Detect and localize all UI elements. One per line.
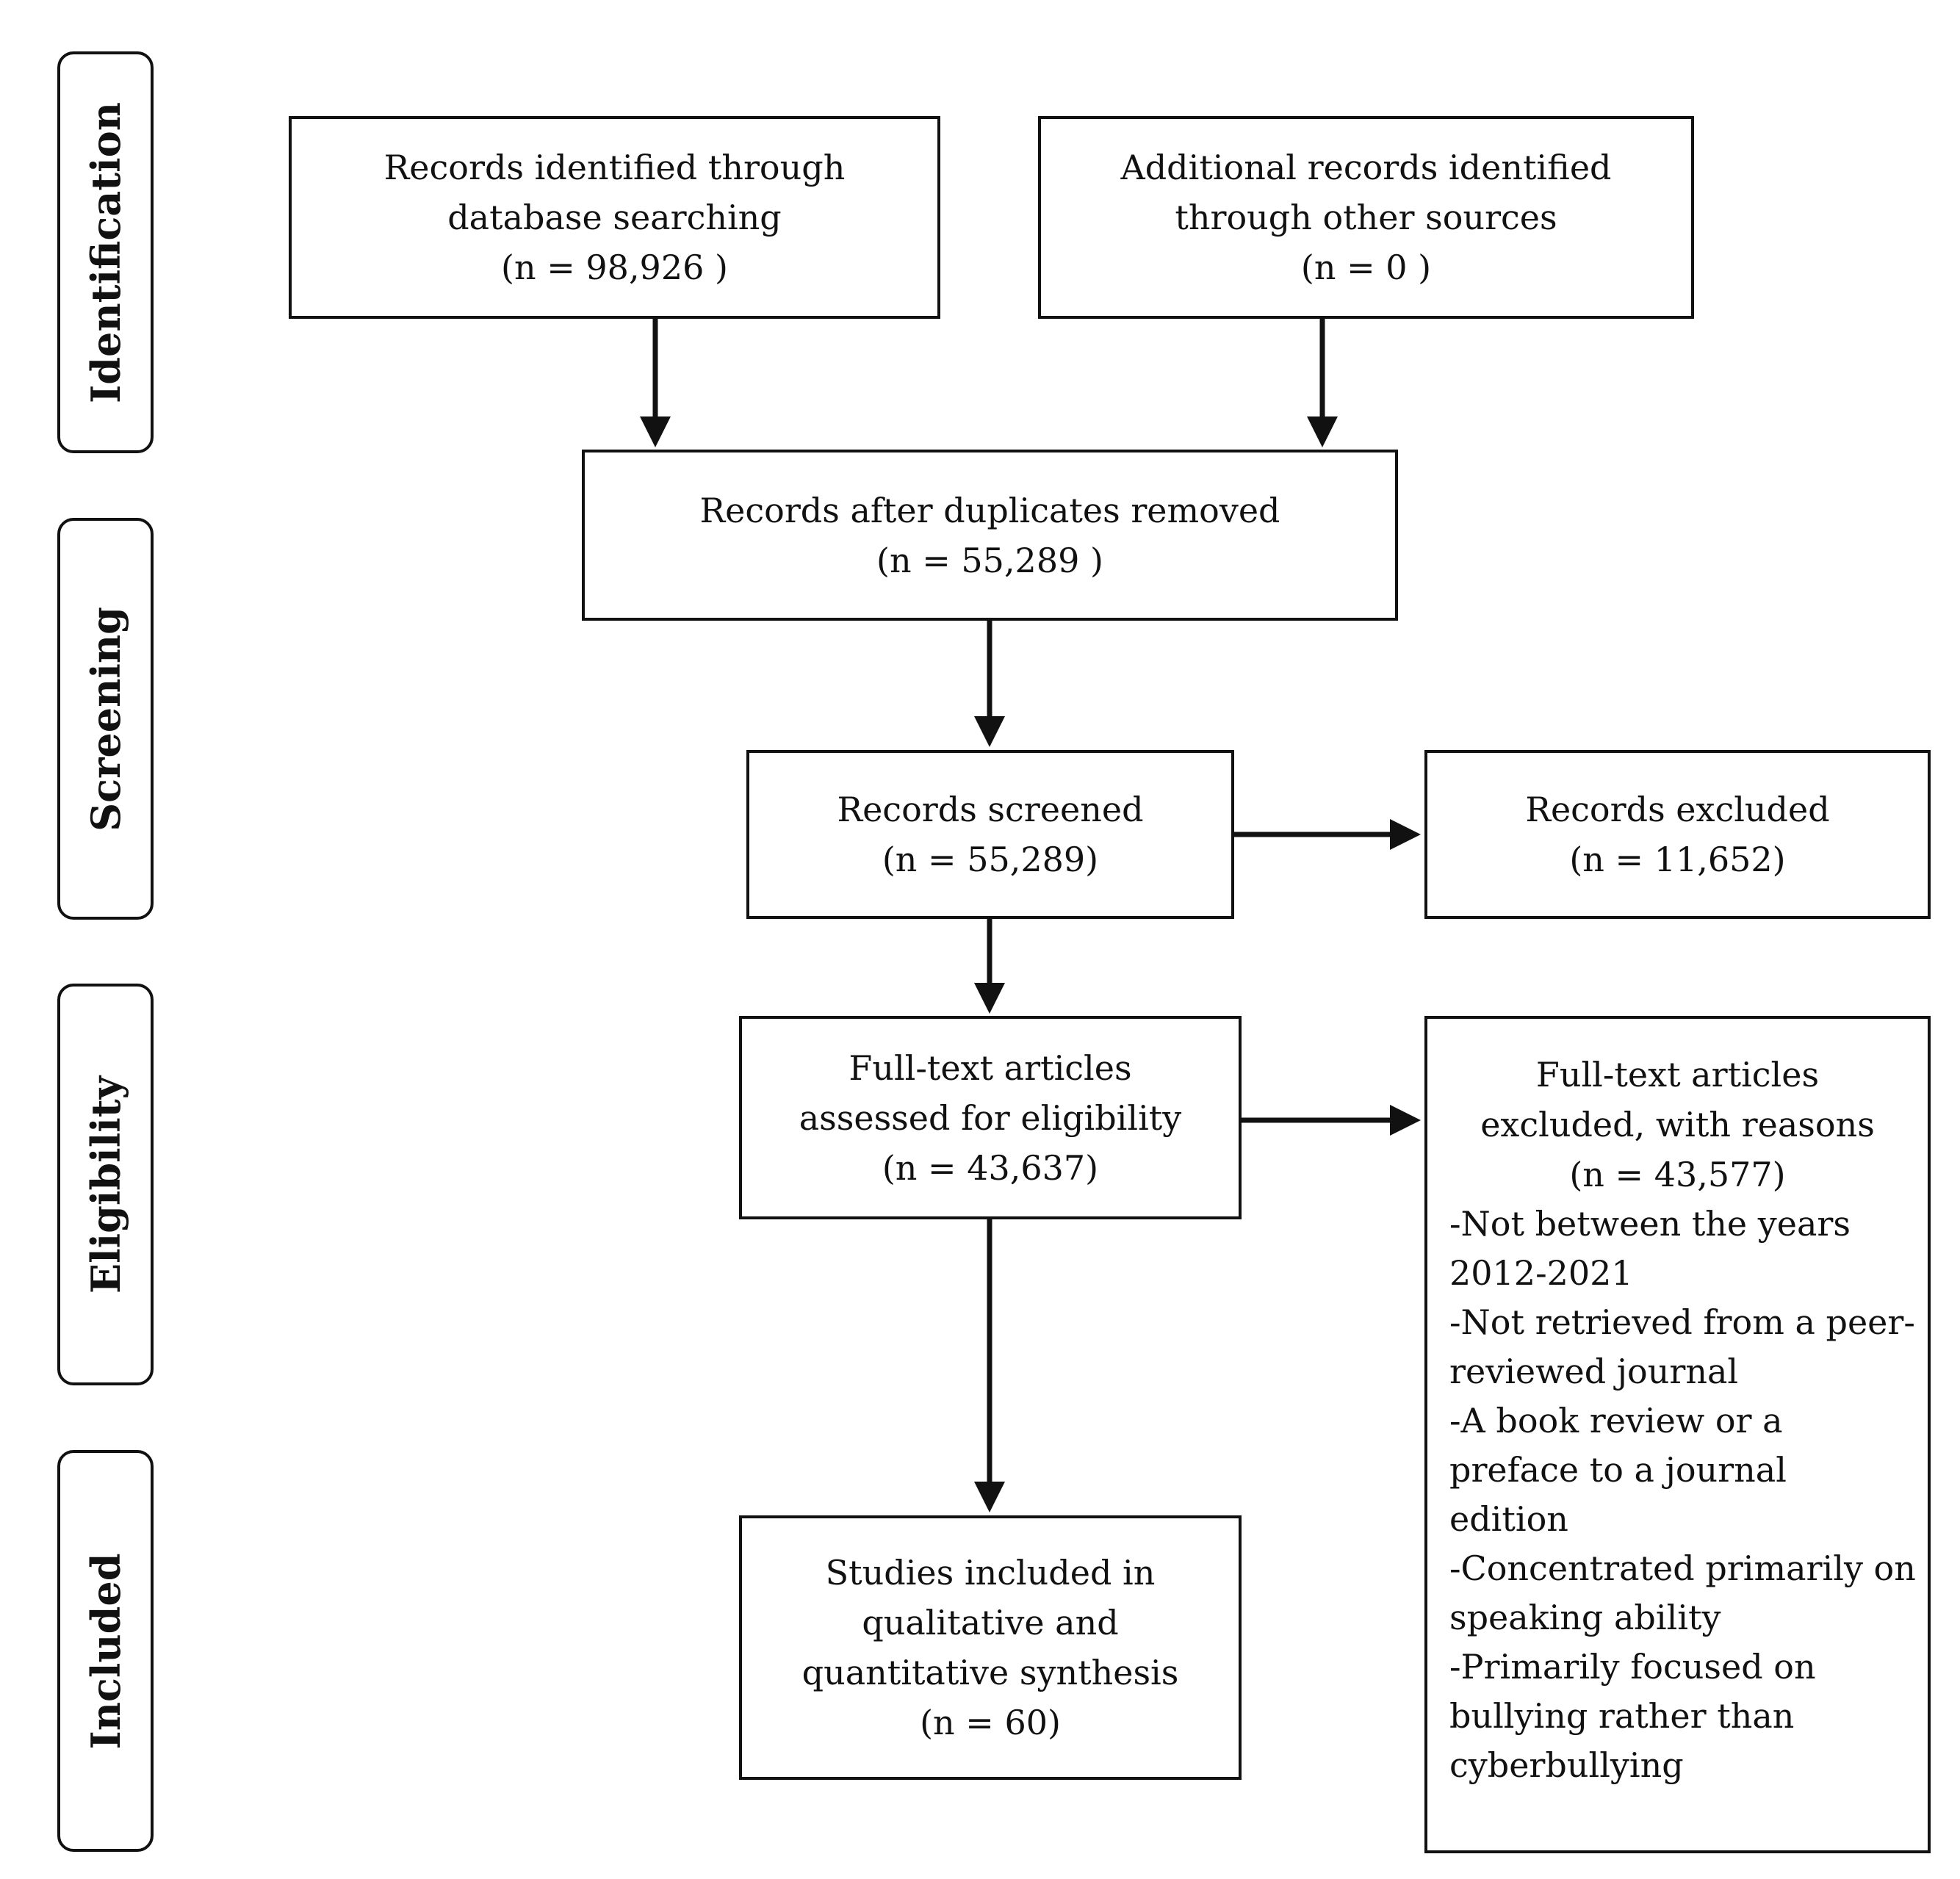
exclusion-reason: -Not retrieved from a peer-reviewed jour… bbox=[1449, 1302, 1915, 1391]
box-fulltext-excluded: Full-text articles excluded, with reason… bbox=[1424, 1016, 1931, 1853]
exclusion-reason: -Concentrated primarily on speaking abil… bbox=[1449, 1548, 1916, 1637]
other-sources-text: Additional records identified through ot… bbox=[1120, 148, 1612, 237]
database-records-count: (n = 98,926 ) bbox=[501, 248, 728, 287]
exclusion-reasons-list: -Not between the years 2012-2021 -Not re… bbox=[1427, 1200, 1928, 1790]
exclusion-reason: -Primarily focused on bullying rather th… bbox=[1449, 1647, 1816, 1785]
database-records-text: Records identified through database sear… bbox=[383, 148, 846, 237]
records-excluded-count: (n = 11,652) bbox=[1569, 840, 1786, 879]
box-records-excluded: Records excluded (n = 11,652) bbox=[1424, 750, 1931, 919]
exclusion-reason: -Not between the years 2012-2021 bbox=[1449, 1204, 1851, 1293]
duplicates-removed-text: Records after duplicates removed bbox=[699, 490, 1280, 530]
box-records-screened: Records screened (n = 55,289) bbox=[746, 750, 1234, 919]
records-excluded-text: Records excluded bbox=[1525, 790, 1830, 829]
stage-identification: Identification bbox=[57, 51, 154, 453]
studies-included-text: Studies included in qualitative and quan… bbox=[801, 1553, 1179, 1692]
records-screened-count: (n = 55,289) bbox=[882, 840, 1099, 879]
stage-included: Included bbox=[57, 1450, 154, 1852]
other-sources-count: (n = 0 ) bbox=[1300, 248, 1432, 287]
box-fulltext-assessed: Full-text articles assessed for eligibil… bbox=[739, 1016, 1242, 1219]
stage-screening: Screening bbox=[57, 518, 154, 920]
fulltext-excluded-text: Full-text articles excluded, with reason… bbox=[1480, 1055, 1875, 1144]
stage-eligibility: Eligibility bbox=[57, 984, 154, 1385]
fulltext-assessed-text: Full-text articles assessed for eligibil… bbox=[799, 1047, 1182, 1138]
box-other-sources: Additional records identified through ot… bbox=[1038, 116, 1694, 319]
box-database-records: Records identified through database sear… bbox=[289, 116, 940, 319]
box-duplicates-removed: Records after duplicates removed (n = 55… bbox=[582, 450, 1398, 621]
box-studies-included: Studies included in qualitative and quan… bbox=[739, 1515, 1242, 1780]
studies-included-count: (n = 60) bbox=[920, 1703, 1061, 1742]
fulltext-excluded-count: (n = 43,577) bbox=[1569, 1155, 1786, 1194]
records-screened-text: Records screened bbox=[837, 790, 1144, 829]
fulltext-assessed-count: (n = 43,637) bbox=[882, 1147, 1099, 1188]
duplicates-removed-count: (n = 55,289 ) bbox=[876, 540, 1103, 580]
exclusion-reason: -A book review or a preface to a journal… bbox=[1449, 1401, 1787, 1539]
